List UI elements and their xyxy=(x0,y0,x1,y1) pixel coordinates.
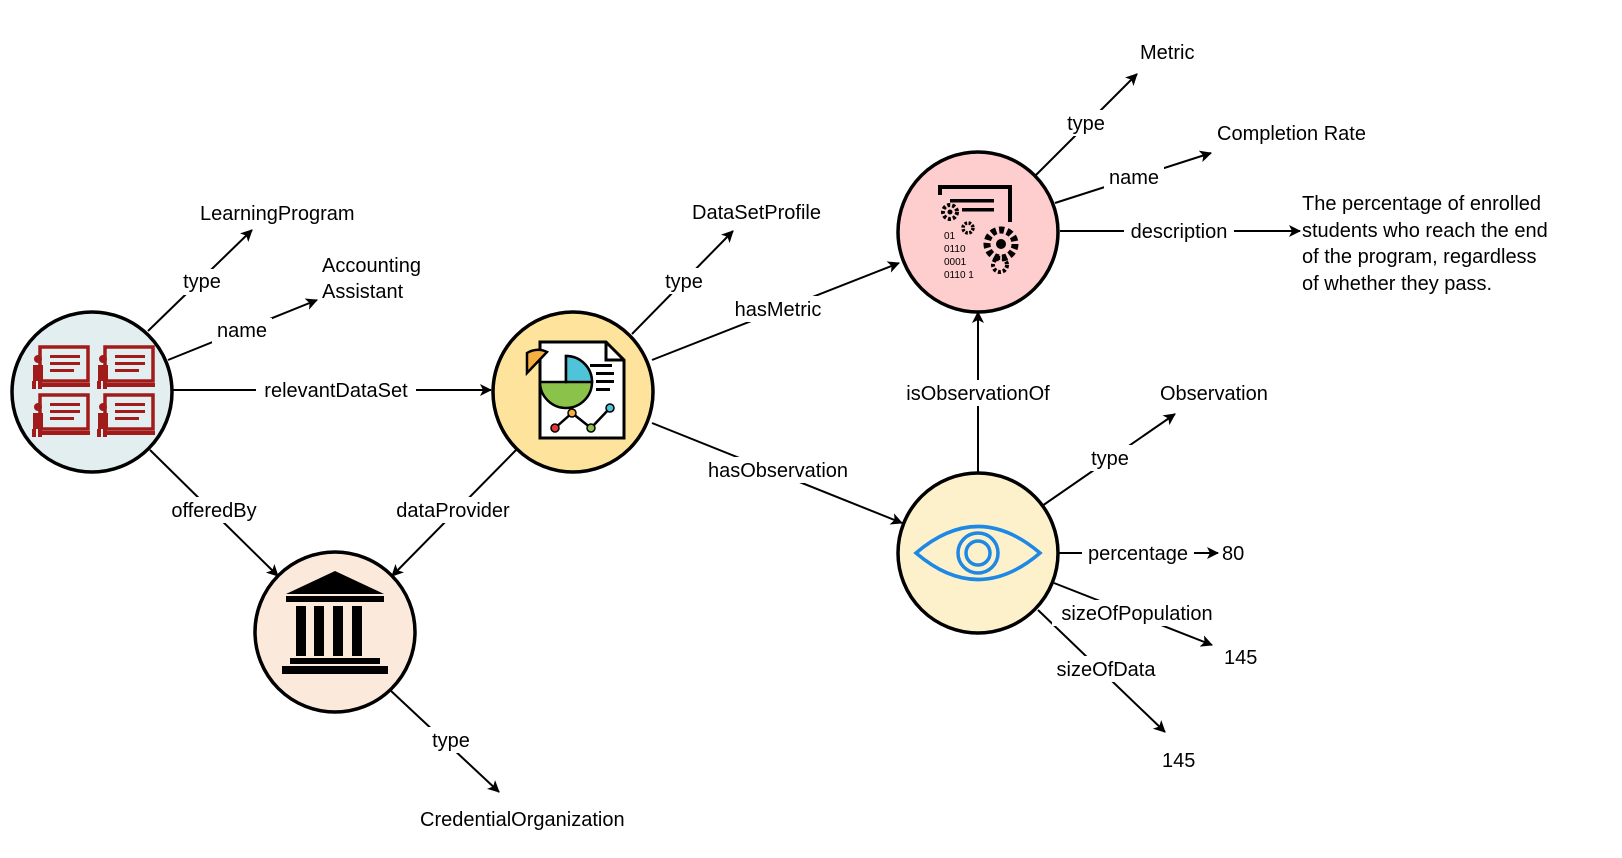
classroom-icon xyxy=(32,345,155,437)
observation-circle xyxy=(896,471,1060,635)
svg-text:0001: 0001 xyxy=(944,257,967,268)
node-observation[interactable] xyxy=(896,471,1060,635)
value-metric-name: Completion Rate xyxy=(1217,123,1366,145)
svg-text:0110: 0110 xyxy=(944,244,966,255)
value-observation-type: Observation xyxy=(1160,383,1268,405)
edge-label-obs-percentage: percentage xyxy=(1088,543,1188,565)
learning-program-circle xyxy=(10,310,174,474)
edge-label-ds-has-metric: hasMetric xyxy=(735,299,822,321)
edge-label-metric-name: name xyxy=(1109,167,1159,189)
edge-label-ds-type: type xyxy=(665,271,703,293)
institution-icon xyxy=(282,571,388,674)
edge-label-obs-size-of-data: sizeOfData xyxy=(1057,659,1157,681)
value-metric-type: Metric xyxy=(1140,42,1194,64)
edge-label-ds-has-observation: hasObservation xyxy=(708,460,848,482)
gears-code-icon: 01 0110 0001 0110 1 xyxy=(938,185,1019,281)
value-metric-description-line1: The percentage of enrolled xyxy=(1302,193,1541,215)
value-metric-description-line3: of the program, regardless xyxy=(1302,246,1537,268)
edge-label-obs-size-of-population: sizeOfPopulation xyxy=(1061,603,1212,625)
svg-text:01: 01 xyxy=(944,231,956,242)
node-organization[interactable] xyxy=(253,550,417,714)
metric-circle xyxy=(896,150,1060,314)
eye-icon xyxy=(913,524,1043,582)
edge-label-lp-name: name xyxy=(217,320,267,342)
data-report-icon xyxy=(525,340,626,440)
value-learning-program-name-line1: Accounting xyxy=(322,255,421,277)
value-learning-program-name-line2: Assistant xyxy=(322,281,404,303)
value-dataset-profile-type: DataSetProfile xyxy=(692,202,821,224)
edge-label-obs-type: type xyxy=(1091,448,1129,470)
edge-label-metric-type: type xyxy=(1067,113,1105,135)
value-observation-size-of-data: 145 xyxy=(1162,750,1195,772)
value-learning-program-type: LearningProgram xyxy=(200,203,355,225)
value-organization-type: CredentialOrganization xyxy=(420,809,625,831)
node-learning-program[interactable] xyxy=(10,310,174,474)
value-observation-percentage: 80 xyxy=(1222,543,1244,565)
node-metric[interactable]: 01 0110 0001 0110 1 xyxy=(896,150,1060,314)
edge-label-metric-description: description xyxy=(1131,221,1228,243)
edge-labels: type name relevantDataSet offeredBy type… xyxy=(162,110,1234,753)
svg-text:0110 1: 0110 1 xyxy=(944,270,974,281)
edge-label-org-type: type xyxy=(432,730,470,752)
value-labels: LearningProgram Accounting Assistant Dat… xyxy=(200,42,1548,831)
value-metric-description-line2: students who reach the end xyxy=(1302,220,1548,242)
node-dataset-profile[interactable] xyxy=(491,310,655,474)
edge-label-ds-data-provider: dataProvider xyxy=(396,500,510,522)
value-metric-description-line4: of whether they pass. xyxy=(1302,273,1492,295)
edge-label-lp-relevant-dataset: relevantDataSet xyxy=(264,380,408,402)
value-observation-size-of-population: 145 xyxy=(1224,647,1257,669)
edge-label-lp-type: type xyxy=(183,271,221,293)
edge-label-obs-is-observation-of: isObservationOf xyxy=(906,383,1050,405)
edge-label-lp-offered-by: offeredBy xyxy=(171,500,256,522)
